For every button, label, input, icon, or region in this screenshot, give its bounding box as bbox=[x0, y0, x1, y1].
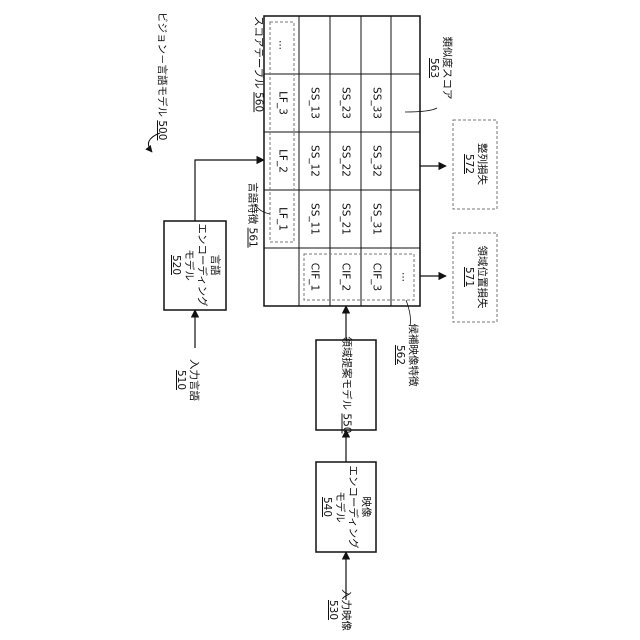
model-label: ビジョン－言語モデル 500 bbox=[155, 12, 168, 140]
language-features-label: 言語特徴 561 bbox=[246, 182, 259, 247]
ss-cell-13: SS_13 bbox=[308, 87, 321, 119]
cif-cell-ellipsis: ... bbox=[399, 272, 412, 282]
language-encoder-text: 言語 エンコーディング モデル 520 bbox=[169, 223, 221, 306]
region-loss-text: 領域位置損失 571 bbox=[462, 246, 488, 309]
ss-cell-32: SS_32 bbox=[370, 145, 383, 177]
score-table-title: スコアテーブル 560 bbox=[252, 16, 265, 112]
ss-cell-31: SS_31 bbox=[370, 203, 383, 235]
input-image-label: 入力映像 530 bbox=[326, 589, 352, 631]
ss-cell-12: SS_12 bbox=[308, 145, 321, 177]
lf-cell-2: LF_2 bbox=[276, 149, 289, 173]
lf-cell-ellipsis: ... bbox=[276, 40, 289, 50]
cif-cell-1: CIF_1 bbox=[308, 263, 321, 291]
lf-cell-3: LF_3 bbox=[276, 91, 289, 115]
input-language-label: 入力言語 510 bbox=[174, 359, 200, 401]
ss-cell-23: SS_23 bbox=[339, 87, 352, 119]
ss-cell-22: SS_22 bbox=[339, 145, 352, 177]
cif-cell-2: CIF_2 bbox=[339, 263, 352, 291]
image-encoder-text: 映像 エンコーディング モデル 540 bbox=[320, 465, 372, 548]
cif-cell-3: CIF_3 bbox=[370, 263, 383, 291]
ss-cell-33: SS_33 bbox=[370, 87, 383, 119]
lf-cell-1: LF_1 bbox=[276, 207, 289, 231]
candidate-features-label: 候補映像特徴 562 bbox=[393, 324, 419, 387]
region-proposal-text: 領域提案モデル 550 bbox=[340, 337, 353, 434]
order-loss-text: 整列損失 572 bbox=[462, 143, 488, 185]
ss-cell-21: SS_21 bbox=[339, 203, 352, 235]
similarity-score-label: 類似度スコア 563 bbox=[427, 37, 453, 100]
ss-cell-11: SS_11 bbox=[308, 203, 321, 235]
